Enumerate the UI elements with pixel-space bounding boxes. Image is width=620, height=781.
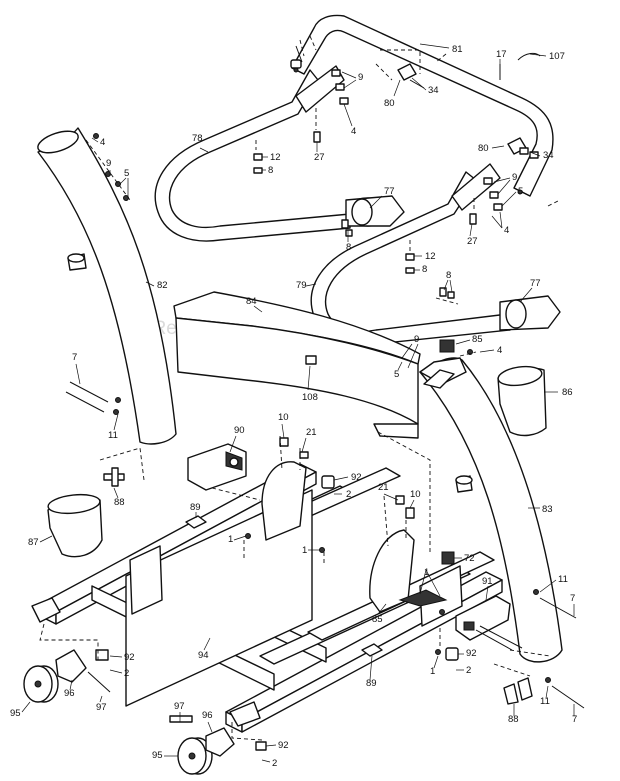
callout-21: 21 [306,427,317,438]
callout-9: 9 [358,72,363,83]
callout-83: 83 [542,504,553,515]
callout-7: 7 [570,593,575,604]
upright-cover-86 [497,365,547,437]
callout-4: 4 [504,225,509,236]
callout-95: 95 [10,708,21,719]
callout-27: 27 [314,152,325,163]
callout-94: 94 [198,650,209,661]
callout-88: 88 [508,714,519,725]
mount-bracket-90 [187,443,247,491]
callout-97: 97 [96,702,107,713]
callout-81: 81 [452,44,463,55]
callout-78: 78 [192,133,203,144]
callout-21: 21 [378,482,389,493]
callout-9: 9 [414,334,419,345]
callout-12: 12 [270,152,281,163]
callout-11: 11 [540,696,550,707]
motor-hood-84 [173,291,421,439]
callout-96: 96 [64,688,75,699]
callout-90: 90 [234,425,245,436]
callout-34: 34 [428,85,439,96]
callout-34: 34 [543,150,554,161]
callout-97: 97 [174,701,185,712]
callout-80: 80 [384,98,395,109]
callout-11: 11 [558,574,568,585]
callout-7: 7 [572,714,577,725]
callout-92: 92 [278,740,289,751]
callout-85: 85 [472,334,483,345]
callout-92: 92 [466,648,477,659]
callout-95: 95 [152,750,163,761]
callout-1: 1 [430,666,435,677]
wheel-right [169,715,267,775]
callout-27: 27 [467,236,478,247]
callout-91: 91 [482,576,493,587]
callout-85: 85 [372,614,383,625]
callout-2: 2 [124,668,129,679]
callout-8: 8 [346,242,351,253]
callout-108: 108 [302,392,318,403]
callout-96: 96 [202,710,213,721]
callout-2: 2 [466,665,471,676]
callout-82: 82 [157,280,168,291]
callout-8: 8 [446,270,451,281]
callout-7: 7 [72,352,77,363]
callout-17: 17 [496,49,507,60]
callout-12: 12 [425,251,436,262]
callout-11: 11 [108,430,118,441]
callout-10: 10 [410,489,421,500]
callout-89: 89 [190,502,201,513]
callout-8: 8 [422,264,427,275]
callout-labels: 81 17 107 9 4 80 34 78 27 12 8 4 9 5 80 … [10,44,577,769]
callout-1: 1 [228,534,233,545]
left-upright-82 [37,127,177,445]
callout-1: 1 [302,545,307,556]
callout-5: 5 [518,186,523,197]
callout-88: 88 [114,497,125,508]
callout-89: 89 [366,678,377,689]
callout-8: 8 [268,165,273,176]
callout-92: 92 [351,472,362,483]
callout-107: 107 [549,51,565,62]
upright-cover-87 [47,493,103,558]
callout-86: 86 [562,387,573,398]
callout-4: 4 [351,126,356,137]
callout-9: 9 [512,172,517,183]
callout-10: 10 [278,412,289,423]
callout-9: 9 [106,158,111,169]
callout-leader-lines [21,43,575,763]
callout-4: 4 [497,345,502,356]
callout-84: 84 [246,296,257,307]
callout-77: 77 [384,186,395,197]
callout-79: 79 [296,280,307,291]
callout-92: 92 [124,652,135,663]
callout-5: 5 [394,369,399,380]
callout-72: 72 [464,553,475,564]
callout-1: 1 [424,567,429,578]
callout-2: 2 [346,489,351,500]
callout-80: 80 [478,143,489,154]
callout-87: 87 [28,537,39,548]
callout-5: 5 [124,168,129,179]
handrail-crossbar-81 [291,14,554,197]
callout-77: 77 [530,278,541,289]
pins-88 [103,467,533,705]
callout-4: 4 [100,137,105,148]
callout-2: 2 [272,758,277,769]
frame-hardware [65,381,585,709]
base-electronics [398,339,523,651]
wheel-left [23,649,111,703]
assembly-lines-lower [39,431,551,741]
left-handrail-78 [154,65,405,242]
